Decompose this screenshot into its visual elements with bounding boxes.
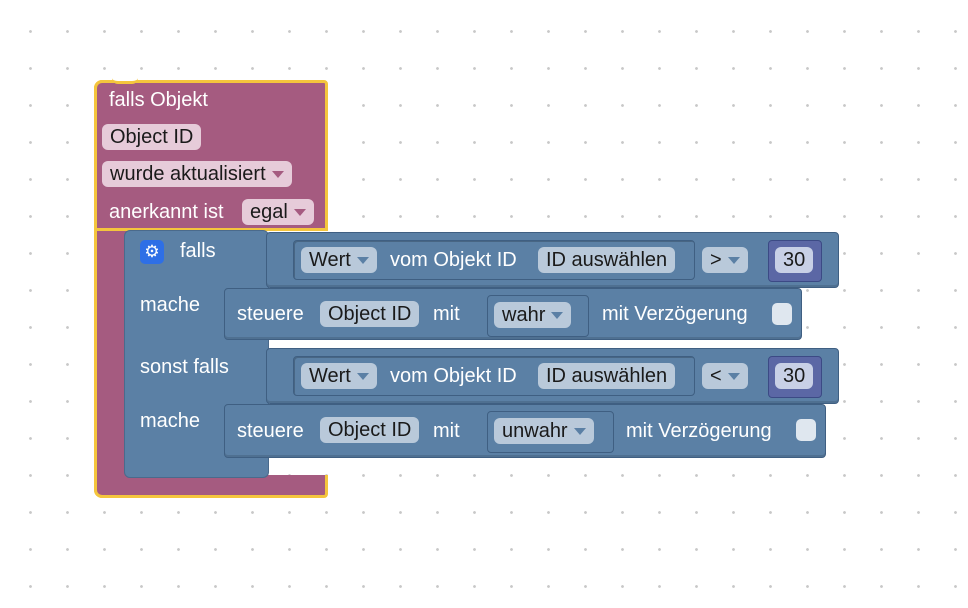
delay-checkbox-1[interactable] [772, 303, 792, 325]
object-id-field-1[interactable]: Object ID [320, 301, 420, 327]
do2-label: mache [140, 410, 201, 432]
chevron-down-icon [293, 209, 306, 217]
number-field-1[interactable]: 30 [775, 247, 814, 273]
boolean-dropdown-2-value: unwahr [502, 420, 568, 442]
event-dropdown[interactable]: wurde aktualisiert [102, 161, 292, 187]
chevron-down-icon [573, 428, 586, 436]
operator-dropdown-2-value: < [710, 365, 722, 387]
property-dropdown-1[interactable]: Wert [301, 247, 377, 273]
number-field-2[interactable]: 30 [775, 363, 814, 389]
if-label: falls [180, 240, 216, 262]
delay-label-2: mit Verzögerung [626, 420, 772, 442]
operator-dropdown-1-value: > [710, 249, 722, 271]
property-dropdown-1-value: Wert [309, 249, 351, 271]
boolean-dropdown-2[interactable]: unwahr [494, 418, 594, 444]
control-label-1: steuere [237, 303, 304, 325]
id-select-button-1[interactable]: ID auswählen [538, 247, 676, 273]
trigger-block-footer[interactable] [94, 475, 328, 498]
boolean-dropdown-1[interactable]: wahr [494, 302, 572, 328]
chevron-down-icon [356, 257, 369, 265]
object-id-field[interactable]: Object ID [102, 124, 202, 150]
object-id-field-2[interactable]: Object ID [320, 417, 420, 443]
chevron-down-icon [356, 373, 369, 381]
ack-dropdown[interactable]: egal [242, 199, 314, 225]
chevron-down-icon [271, 171, 284, 179]
operator-dropdown-1[interactable]: > [702, 247, 748, 273]
chevron-down-icon [551, 312, 564, 320]
with-label-1: mit [433, 303, 460, 325]
operator-dropdown-2[interactable]: < [702, 363, 748, 389]
control-label-2: steuere [237, 420, 304, 442]
property-dropdown-2[interactable]: Wert [301, 363, 377, 389]
chevron-down-icon [727, 257, 740, 265]
if-else-block-footer[interactable] [124, 458, 269, 478]
gear-icon[interactable]: ⚙ [140, 240, 164, 264]
chevron-down-icon [727, 373, 740, 381]
ack-label: anerkannt ist [109, 201, 224, 223]
previous-connection-notch [112, 76, 138, 84]
boolean-dropdown-1-value: wahr [502, 304, 546, 326]
delay-checkbox-2[interactable] [796, 419, 816, 441]
ack-dropdown-value: egal [250, 201, 288, 223]
with-label-2: mit [433, 420, 460, 442]
delay-label-1: mit Verzögerung [602, 303, 748, 325]
event-dropdown-value: wurde aktualisiert [110, 163, 266, 185]
do-label: mache [140, 294, 201, 316]
of-object-label-1: vom Objekt ID [390, 249, 517, 271]
of-object-label-2: vom Objekt ID [390, 365, 517, 387]
trigger-title: falls Objekt [109, 89, 208, 111]
property-dropdown-2-value: Wert [309, 365, 351, 387]
id-select-button-2[interactable]: ID auswählen [538, 363, 676, 389]
elseif-label: sonst falls [140, 356, 229, 378]
